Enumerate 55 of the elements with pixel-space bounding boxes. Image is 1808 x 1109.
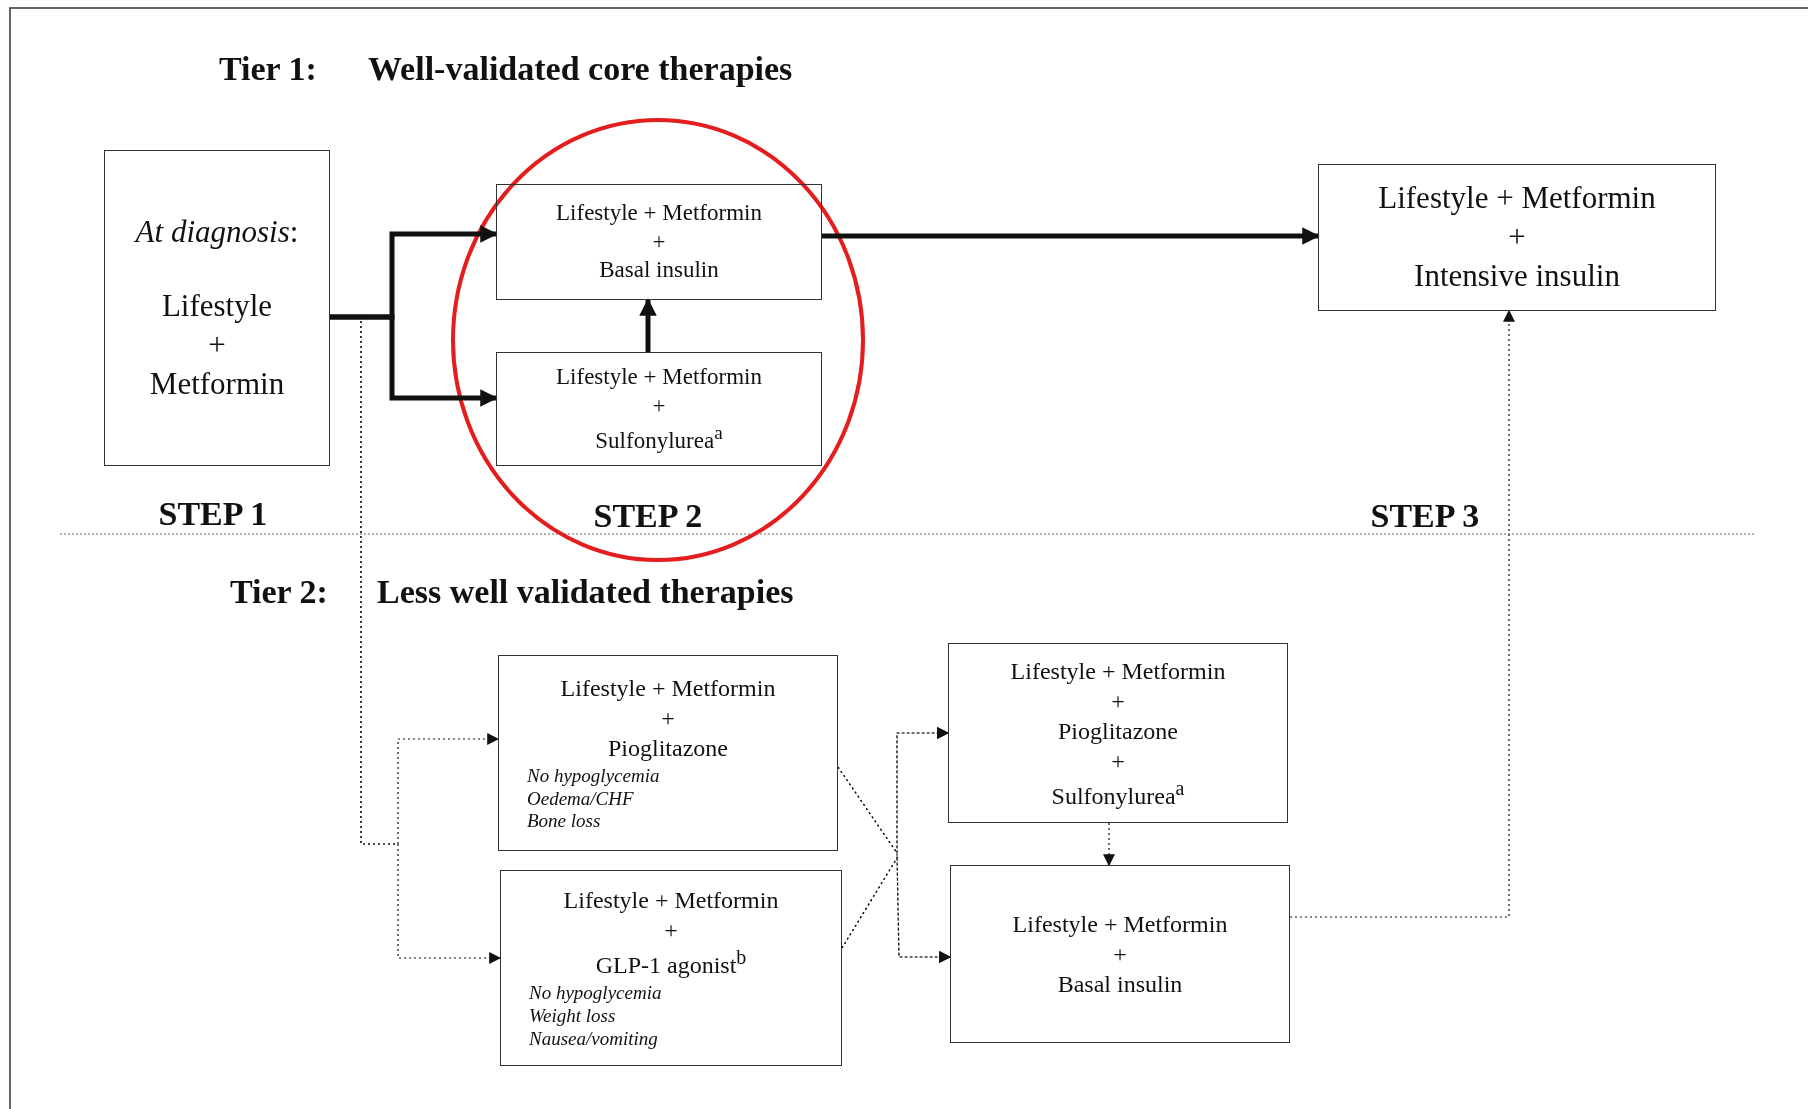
arrow (329, 316, 502, 964)
therapy-text: Lifestyle + Metformin (563, 886, 779, 916)
therapy-text: Lifestyle + Metformin (556, 198, 762, 227)
note-text: Oedema/CHF (527, 787, 634, 811)
note-text: No hypoglycemia (527, 764, 660, 788)
note-text: Weight loss (529, 1005, 616, 1028)
therapy-box (1318, 164, 1716, 311)
therapy-text: Basal insulin (599, 256, 719, 285)
therapy-text: + (1508, 218, 1526, 257)
therapy-text: + (652, 391, 666, 420)
arrow (639, 298, 657, 352)
step-label: STEP 2 (593, 499, 703, 533)
note-text: Bone loss (527, 810, 601, 834)
tier-number: Tier 2: (230, 575, 328, 609)
therapy-text: Lifestyle + Metformin (556, 363, 762, 392)
therapy-box (948, 643, 1288, 823)
therapy-text: Pioglitazone (608, 733, 728, 763)
therapy-box (496, 184, 822, 300)
therapy-box (950, 865, 1290, 1043)
therapy-text: + (1111, 686, 1125, 716)
therapy-text: + (1111, 746, 1125, 776)
therapy-text: + (664, 916, 678, 946)
therapy-text: Metformin (149, 364, 285, 403)
note-text: No hypoglycemia (529, 982, 662, 1006)
tier-heading: Less well validated therapies (377, 575, 794, 609)
therapy-box (104, 150, 330, 466)
therapy-text: Lifestyle (161, 287, 273, 326)
arrow (1289, 309, 1515, 918)
therapy-box (496, 352, 822, 466)
arrow (822, 227, 1320, 245)
arrow (1103, 822, 1115, 867)
therapy-text: Sulfonylurea$^{a}$ (595, 420, 723, 455)
therapy-text: Sulfonylurea$^{a}$ (1051, 775, 1185, 811)
therapy-box (498, 655, 838, 851)
therapy-text: Lifestyle + Metformin (560, 673, 776, 703)
arrow (841, 855, 952, 963)
tier-number: Tier 1: (219, 52, 317, 86)
therapy-text: + (661, 703, 675, 733)
therapy-text: Lifestyle + Metformin (1010, 656, 1226, 686)
therapy-text: Intensive insulin (1414, 256, 1620, 295)
therapy-box (500, 870, 842, 1066)
tier-heading: Well-validated core therapies (368, 52, 793, 86)
therapy-text: + (652, 227, 666, 256)
step-label: STEP 1 (158, 497, 268, 531)
therapy-text: Basal insulin (1057, 970, 1183, 999)
note-text: Nausea/vomiting (529, 1027, 658, 1051)
therapy-text: Lifestyle + Metformin (1012, 910, 1228, 939)
therapy-text: GLP-1 agonist$^{b}$ (595, 945, 747, 981)
therapy-text: Pioglitazone (1058, 716, 1178, 746)
step-label: STEP 3 (1370, 499, 1480, 533)
arrow (330, 314, 498, 407)
therapy-text: + (208, 326, 226, 364)
therapy-text: + (1113, 940, 1127, 969)
therapy-text: At diagnosis: (135, 212, 299, 251)
therapy-text: Lifestyle + Metformin (1378, 179, 1656, 218)
